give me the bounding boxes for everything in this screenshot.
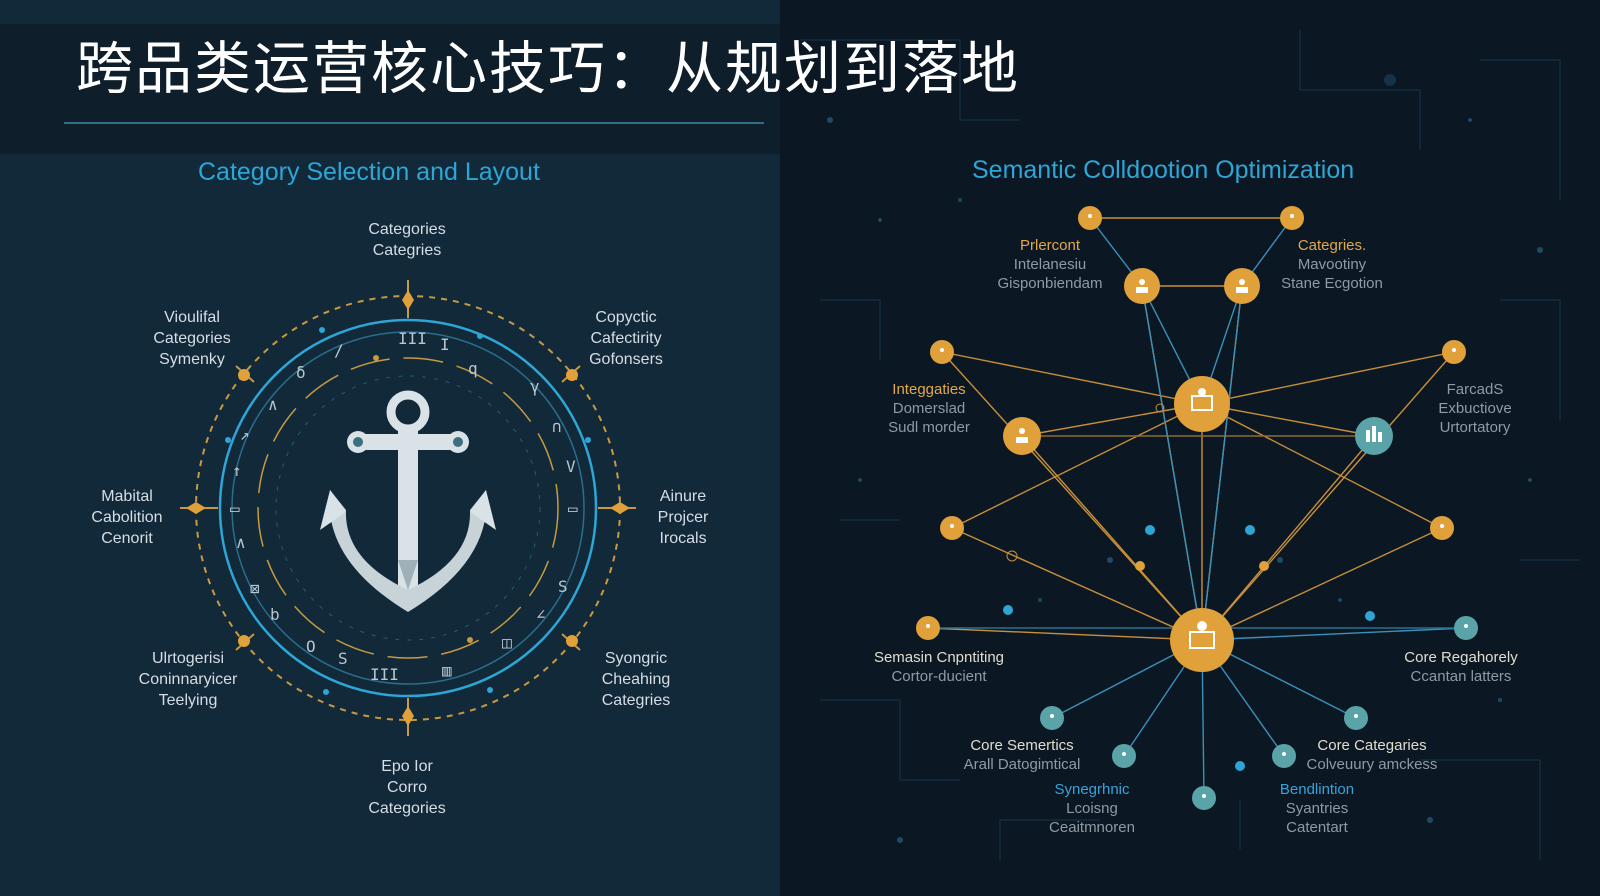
network-small-dots xyxy=(1003,403,1375,771)
svg-text:V: V xyxy=(566,457,576,476)
svg-text:▭: ▭ xyxy=(230,499,240,518)
svg-text:S: S xyxy=(558,577,568,596)
svg-text:q: q xyxy=(468,359,478,378)
slide-title: 跨品类运营核心技巧：从规划到落地 xyxy=(76,36,1020,102)
right-panel xyxy=(780,0,1600,896)
svg-text:O: O xyxy=(306,637,316,656)
svg-text:∠: ∠ xyxy=(536,605,546,624)
svg-text:S: S xyxy=(338,649,348,668)
compass-star-markers xyxy=(186,290,630,726)
anchor-icon xyxy=(320,390,496,612)
svg-text:III: III xyxy=(370,665,399,684)
left-section-heading: Category Selection and Layout xyxy=(198,158,540,186)
medium-node-teal xyxy=(1355,417,1393,455)
medium-nodes xyxy=(1003,268,1260,455)
title-underline xyxy=(64,122,764,124)
svg-text:∧: ∧ xyxy=(236,533,246,552)
svg-text:↗: ↗ xyxy=(240,425,250,444)
svg-text:◫: ◫ xyxy=(502,633,512,652)
right-section-heading: Semantic Colldootion Optimization xyxy=(972,156,1355,184)
network-edges xyxy=(927,217,1467,799)
svg-text:∩: ∩ xyxy=(552,417,562,436)
svg-text:γ: γ xyxy=(530,377,540,396)
svg-text:↑: ↑ xyxy=(232,461,242,480)
svg-text:III: III xyxy=(398,329,427,348)
svg-text:▭: ▭ xyxy=(568,499,578,518)
title-band xyxy=(0,24,780,154)
svg-text:/: / xyxy=(334,341,344,360)
network-nodes xyxy=(916,206,1478,810)
svg-text:b: b xyxy=(270,605,280,624)
background-dots xyxy=(827,74,1543,843)
hub-node-upper xyxy=(1174,376,1230,432)
svg-text:▥: ▥ xyxy=(442,661,452,680)
svg-text:δ: δ xyxy=(296,363,306,382)
circuit-background xyxy=(800,30,1580,860)
node-glyphs xyxy=(926,214,1468,798)
svg-text:∧: ∧ xyxy=(268,395,278,414)
hub-node-lower xyxy=(1170,608,1234,672)
svg-text:I: I xyxy=(440,335,450,354)
svg-text:⊠: ⊠ xyxy=(250,579,260,598)
compass-inner-dots xyxy=(225,327,591,695)
